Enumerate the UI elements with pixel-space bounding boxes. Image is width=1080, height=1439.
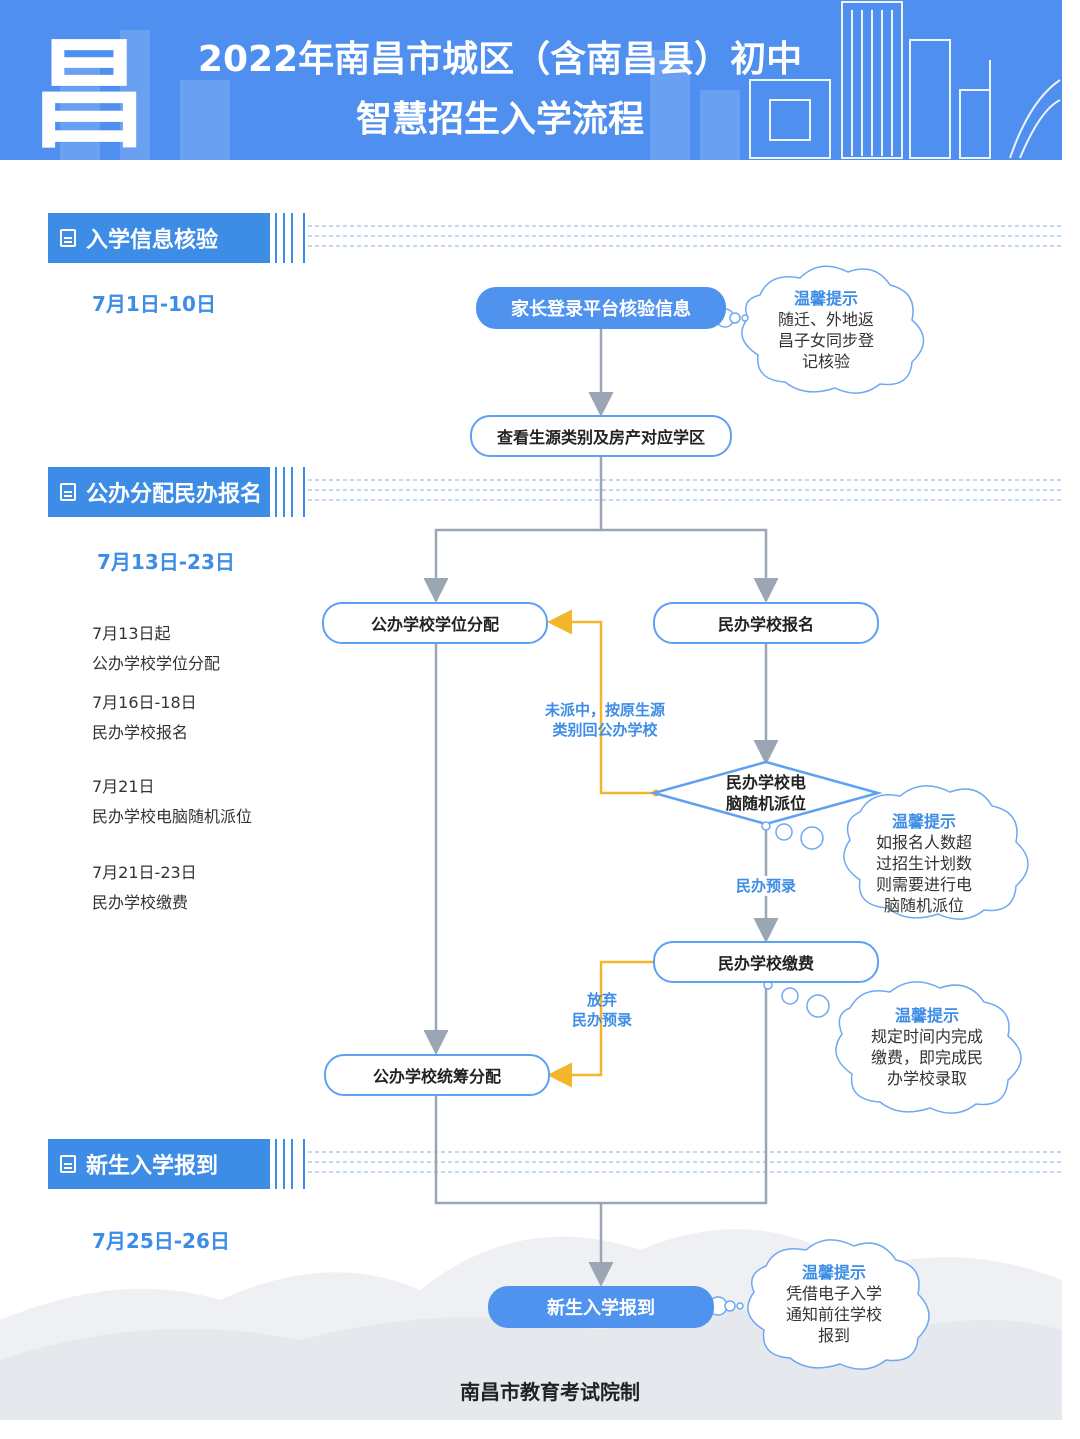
node-check-district: 查看生源类别及房产对应学区 [470, 415, 732, 457]
schedule-date: 7月21日-23日 [92, 863, 197, 882]
city-skyline-illustration [60, 1, 1061, 160]
schedule-desc: 公办学校学位分配 [92, 654, 221, 673]
edge-label-not-selected: 未派中，按原生源类别回公办学校 [520, 700, 690, 740]
section-label: 入学信息核验 [86, 228, 219, 253]
page-title: 2022年南昌市城区（含南昌县）初中 [197, 39, 803, 80]
edge-label-line: 未派中，按原生源 [544, 701, 665, 719]
tip-cloud [843, 785, 1029, 920]
lottery-line: 民办学校电 [725, 773, 806, 792]
schedule-item: 7月13日起公办学校学位分配 [92, 619, 220, 679]
tip-line: 通知前往学校 [785, 1305, 882, 1324]
tip-line: 缴费，即完成民 [870, 1048, 983, 1067]
edge-label-line: 放弃 [586, 991, 617, 1009]
page-subtitle: 智慧招生入学流程 [355, 99, 644, 140]
tip-line: 报到 [817, 1326, 850, 1345]
tip-line: 昌子女同步登 [777, 331, 874, 350]
header-banner [0, 0, 1062, 160]
tip-line: 过招生计划数 [875, 854, 972, 873]
edge-label-line: 类别回公办学校 [552, 721, 658, 739]
tip-lottery: 温馨提示 如报名人数超过招生计划数则需要进行电脑随机派位 [858, 811, 990, 916]
schedule-date: 7月16日-18日 [92, 693, 197, 712]
schedule-item: 7月21日民办学校电脑随机派位 [92, 772, 252, 832]
tip-line: 脑随机派位 [883, 896, 964, 915]
schedule-date: 7月21日 [92, 777, 155, 796]
section-label: 公办分配民办报名 [86, 482, 263, 507]
node-parent-login: 家长登录平台核验信息 [476, 287, 726, 329]
section-bar-allocation: 公办分配民办报名 [48, 467, 270, 517]
schedule-desc: 民办学校报名 [92, 723, 189, 742]
tip-line: 如报名人数超 [875, 833, 972, 852]
tip-line: 凭借电子入学 [785, 1284, 882, 1303]
tip-verify: 温馨提示 随迁、外地返昌子女同步登记核验 [758, 288, 894, 372]
node-public-allocation: 公办学校学位分配 [322, 602, 548, 644]
nanchang-logo: 昌 [30, 25, 149, 164]
node-enroll: 新生入学报到 [488, 1286, 714, 1328]
tip-title: 温馨提示 [894, 1006, 959, 1025]
tip-cloud [835, 981, 1022, 1114]
document-icon [60, 229, 76, 247]
document-icon [60, 483, 76, 501]
document-icon [60, 1155, 76, 1173]
tip-line: 办学校录取 [886, 1069, 967, 1088]
tip-title: 温馨提示 [891, 812, 956, 831]
footer-credit: 南昌市教育考试院制 [460, 1380, 640, 1404]
tip-enroll: 温馨提示 凭借电子入学通知前往学校报到 [766, 1262, 902, 1346]
tip-line: 则需要进行电 [875, 875, 972, 894]
tip-line: 记核验 [801, 352, 850, 371]
schedule-desc: 民办学校缴费 [92, 893, 189, 912]
tip-line: 规定时间内完成 [870, 1027, 983, 1046]
edge-label-give-up: 放弃民办预录 [552, 990, 652, 1030]
schedule-item: 7月16日-18日民办学校报名 [92, 688, 197, 748]
edge-label-line: 民办预录 [571, 1011, 632, 1029]
tip-payment: 温馨提示 规定时间内完成缴费，即完成民办学校录取 [852, 1005, 1002, 1089]
node-private-signup: 民办学校报名 [653, 602, 879, 644]
section-label: 新生入学报到 [86, 1154, 219, 1179]
section-date-enroll: 7月25日-26日 [92, 1229, 230, 1253]
tip-line: 随迁、外地返 [777, 310, 874, 329]
tip-title: 温馨提示 [793, 289, 858, 308]
lottery-line: 脑随机派位 [725, 794, 806, 813]
section-date-verify: 7月1日-10日 [92, 292, 216, 316]
section-date-allocation: 7月13日-23日 [97, 550, 235, 574]
tip-cloud [747, 1239, 930, 1370]
node-lottery: 民办学校电脑随机派位 [696, 772, 836, 814]
tip-cloud [741, 265, 925, 394]
schedule-date: 7月13日起 [92, 624, 171, 643]
tip-title: 温馨提示 [801, 1263, 866, 1282]
schedule-item: 7月21日-23日民办学校缴费 [92, 858, 197, 918]
schedule-desc: 民办学校电脑随机派位 [92, 807, 253, 826]
node-public-overall: 公办学校统筹分配 [324, 1054, 550, 1096]
edge-label-private-admit: 民办预录 [716, 876, 816, 896]
node-private-payment: 民办学校缴费 [653, 941, 879, 983]
section-bar-verify: 入学信息核验 [48, 213, 270, 263]
section-bar-enroll: 新生入学报到 [48, 1139, 270, 1189]
